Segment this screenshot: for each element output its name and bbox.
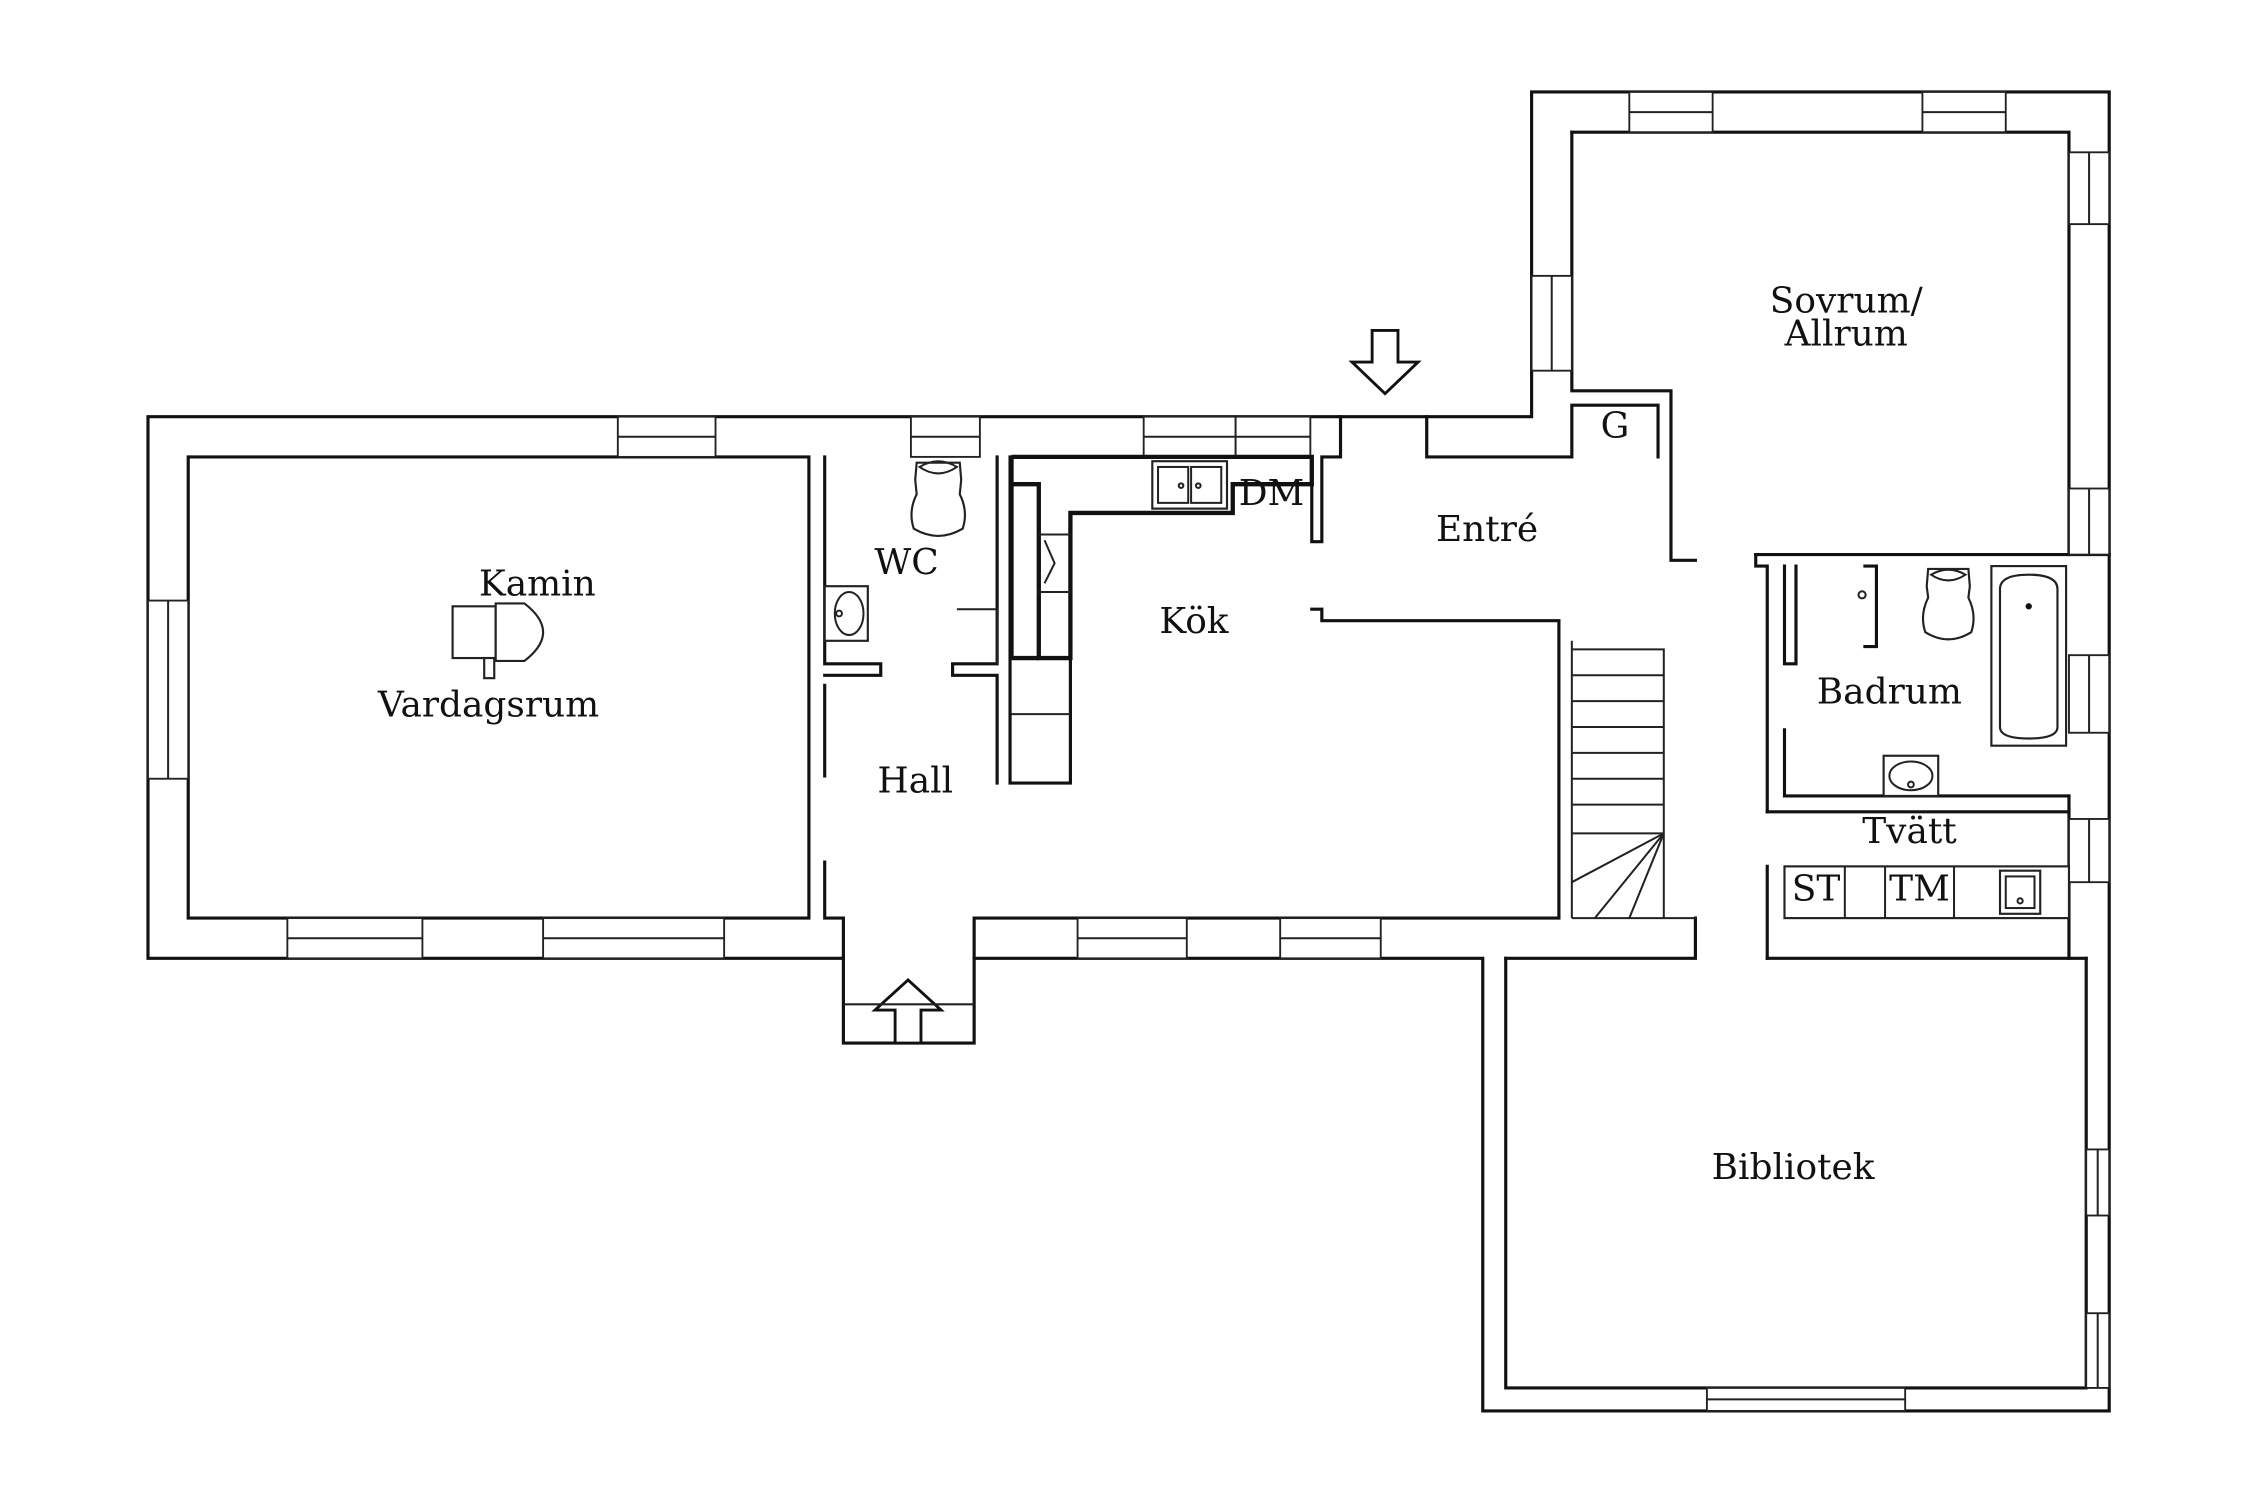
bathtub <box>1998 573 2059 740</box>
washbasin <box>823 585 869 642</box>
label-vardagsrum: Vardagsrum <box>377 684 599 725</box>
kitchen-counter <box>1009 454 1314 716</box>
label-wc: WC <box>874 542 938 583</box>
room-labels: Kamin Vardagsrum WC Hall Kök DM Entré G … <box>377 281 1962 1188</box>
label-bibliotek: Bibliotek <box>1712 1147 1875 1188</box>
fireplace <box>451 602 545 680</box>
label-dm: DM <box>1239 473 1305 514</box>
label-kok: Kök <box>1159 601 1228 642</box>
entrance-arrow-bottom <box>871 977 945 1045</box>
label-g: G <box>1601 406 1630 447</box>
label-st: ST <box>1792 868 1841 909</box>
label-badrum: Badrum <box>1817 671 1962 712</box>
staircase <box>1570 640 1696 920</box>
label-entre: Entré <box>1436 509 1538 550</box>
label-kamin: Kamin <box>479 564 596 605</box>
label-hall: Hall <box>877 761 953 802</box>
wc-fixtures <box>823 460 999 664</box>
label-allrum: Allrum <box>1784 314 1908 355</box>
label-tm: TM <box>1889 868 1950 909</box>
laundry-counter <box>1783 865 2071 920</box>
toilet <box>910 461 967 537</box>
windows <box>147 91 2111 1412</box>
bathroom-toilet <box>1921 567 1975 641</box>
kitchen-sink <box>1151 460 1229 510</box>
label-tvatt: Tvätt <box>1862 811 1957 852</box>
entrance-arrow-top <box>1348 329 1422 396</box>
bathroom-fixtures <box>1857 565 2068 798</box>
label-sovrum: Sovrum/ <box>1770 281 1924 322</box>
